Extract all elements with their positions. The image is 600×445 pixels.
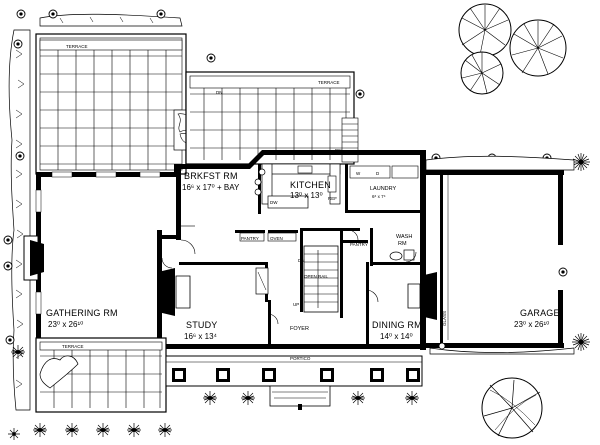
foyer-label: FOYER [290,326,309,332]
w-mark: W [356,171,361,176]
kitchen-label: KITCHEN [290,180,331,190]
dn-mark: DN [216,90,223,95]
room-labels: BRKFST RM 16⁶ x 17⁰ + BAY KITCHEN 13⁰ x … [46,171,560,341]
door-swings [161,225,417,325]
terrace-label: TERRACE [318,80,340,85]
pantry-block: PANTRY OVEN PANTRY [239,232,368,247]
breakfast-room-label: BRKFST RM [184,171,238,181]
gathering-room-dims: 23⁰ x 26¹⁰ [48,320,83,329]
laundry-fixtures: W D [349,165,419,179]
open-rail-label: OPEN RAIL [304,274,329,279]
fireplace-study [158,268,191,316]
kitchen-fixtures: DW REF [261,163,341,209]
garage-label: GARAGE [520,308,560,318]
tree-canopy [509,19,567,77]
oven-label: OVEN [270,236,283,241]
wash-room-label: WASH [396,234,412,240]
fireplace-gathering [23,235,44,281]
study-label: STUDY [186,320,218,330]
pantry-label: PANTRY [241,236,259,241]
dining-room-label: DINING RM [372,320,422,330]
garage-dims: 23⁰ x 26¹⁰ [514,320,549,329]
up-mark: UP [293,302,299,307]
main-stair: DN UP OPEN RAIL [293,245,339,313]
trees [458,3,567,439]
dn-mark: DN [298,258,305,263]
ref-mark: REF [328,196,337,201]
dw-mark: DW [270,200,278,205]
laundry-label: LAUNDRY [370,186,397,192]
starburst-shrubs [8,153,590,440]
hedge-left [8,29,31,411]
dining-room-dims: 14⁰ x 14⁰ [380,332,413,341]
gathering-room-label: GATHERING RM [46,308,118,318]
wash-room-sub: RM [398,241,407,247]
d-mark: D [376,171,380,176]
terrace-top-left: TERRACE [35,33,187,175]
study-dims: 16⁶ x 13⁴ [184,332,218,341]
terrace-bottom: TERRACE [35,337,167,413]
pantry-label: PANTRY [350,242,368,247]
glass-mark: GLASS [442,311,447,326]
garage: GLASS [425,155,575,355]
bay-stools [254,168,266,196]
tree-canopy [481,377,543,439]
laundry-dims: 6⁶ x 7⁴ [372,194,386,199]
tree-canopy [460,51,504,95]
closet [255,267,269,295]
fireplace-dining [407,272,437,320]
terrace-label: TERRACE [62,344,84,349]
portico: PORTICO [165,355,423,410]
terrace-label: TERRACE [66,44,88,49]
terrace-top-right: TERRACE DN DN [185,71,359,165]
portico-label: PORTICO [290,356,311,361]
kitchen-dims: 13⁰ x 13⁰ [290,191,323,200]
wash-fixtures [389,249,415,261]
breakfast-room-dims: 16⁶ x 17⁰ + BAY [182,183,240,192]
tree-canopy [458,3,512,57]
